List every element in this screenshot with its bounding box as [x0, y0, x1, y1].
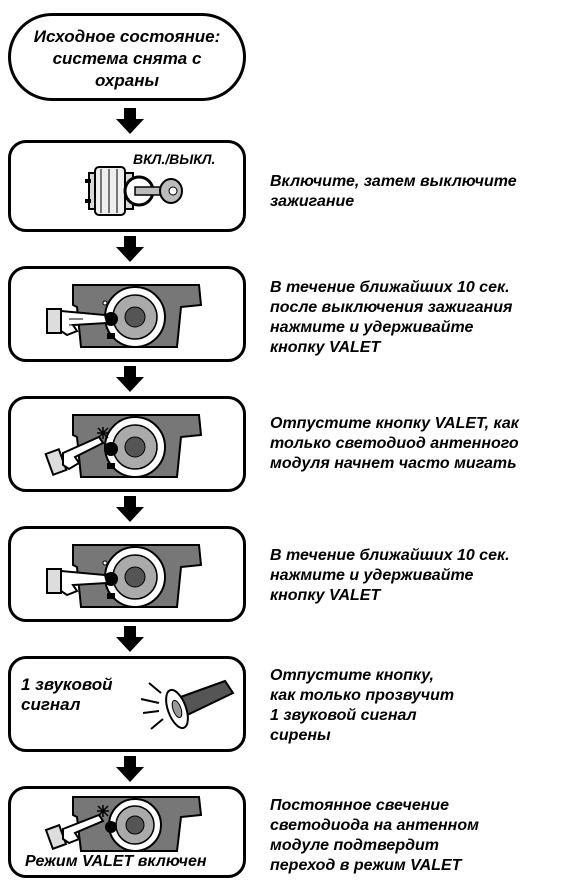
valet-enabled-label: Режим VALET включен	[25, 853, 207, 870]
step-7-description: Постоянное свечение светодиода на антенн…	[270, 797, 479, 874]
start-state-text: Исходное состояние: система снята с охра…	[33, 27, 221, 90]
ignition-step-box: ВКЛ./ВЫКЛ.	[8, 140, 246, 232]
step-3-description: В течение ближайших 10 сек. после выключ…	[270, 279, 513, 356]
pressing-hand-icon	[46, 568, 109, 597]
siren-signal-step-box: 1 звуковой сигнал	[8, 656, 246, 752]
step-4-description: Отпустите кнопку VALET, как только свето…	[270, 415, 519, 472]
start-state-box: Исходное состояние: система снята с охра…	[8, 13, 246, 101]
pressing-hand-icon	[44, 813, 105, 851]
step-5-description: В течение ближайших 10 сек. нажмите и уд…	[270, 547, 510, 604]
antenna-module-icon	[72, 544, 203, 608]
flow-arrow-icon	[116, 108, 144, 134]
flow-arrow-icon	[116, 366, 144, 392]
step-6-description: Отпустите кнопку, как только прозвучит 1…	[270, 667, 455, 744]
flow-arrow-icon	[116, 626, 144, 652]
flow-arrow-icon	[116, 496, 144, 522]
antenna-module-icon	[72, 284, 203, 348]
flow-arrow-icon	[116, 756, 144, 782]
press-valet-step-box	[8, 266, 246, 362]
pressing-hand-icon	[44, 435, 105, 477]
siren-horn-icon	[140, 679, 235, 730]
siren-signal-label: 1 звуковой сигнал	[21, 675, 113, 714]
ignition-onoff-label: ВКЛ./ВЫКЛ.	[133, 151, 216, 167]
ignition-key-icon	[85, 166, 183, 216]
step-2-description: Включите, затем выключите зажигание	[270, 173, 517, 210]
flow-arrow-icon	[116, 236, 144, 262]
pressing-hand-icon	[46, 308, 109, 337]
release-valet-step-box	[8, 396, 246, 492]
press-valet-again-step-box	[8, 526, 246, 622]
valet-enabled-step-box: Режим VALET включен	[8, 786, 246, 878]
